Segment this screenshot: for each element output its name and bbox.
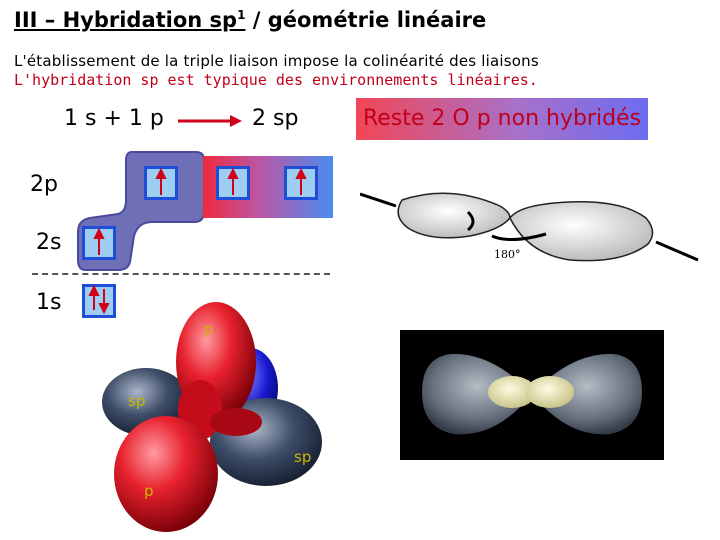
sp-orbitals-3d-model (102, 302, 322, 532)
orbital-box-1s (82, 284, 116, 318)
level-1s-label: 1s (36, 290, 62, 315)
sp-orbital-render (400, 330, 664, 460)
orbital-label-p-bottom: p (144, 482, 154, 500)
level-2s-label: 2s (36, 230, 62, 255)
orbital-label-sp-left: sp (128, 392, 146, 410)
slide-title: III – Hybridation sp1 / géométrie linéai… (14, 8, 486, 32)
title-suffix: / géométrie linéaire (245, 8, 487, 32)
intro-line-2-text: L'hybridation sp est typique des environ… (14, 71, 538, 89)
orbital-label-p-top: p (204, 320, 214, 338)
equation-left: 1 s + 1 p (64, 106, 164, 131)
linear-sp-lobes-illustration: 180° (360, 192, 699, 262)
angle-label: 180° (494, 248, 521, 261)
right-arrow-icon (178, 115, 242, 127)
core-level-separator (32, 273, 330, 275)
intro-line-1: L'établissement de la triple liaison imp… (14, 52, 539, 70)
level-2p-label: 2p (30, 172, 58, 197)
remaining-p-orbitals-banner: Reste 2 O p non hybridés (356, 98, 648, 140)
title-superscript: 1 (237, 8, 246, 22)
title-prefix: III – Hybridation sp (14, 8, 238, 32)
intro-line-2: L'hybridation sp est typique des environ… (14, 71, 538, 89)
equation-right: 2 sp (252, 106, 299, 131)
orbital-label-sp-right: sp (294, 448, 312, 466)
